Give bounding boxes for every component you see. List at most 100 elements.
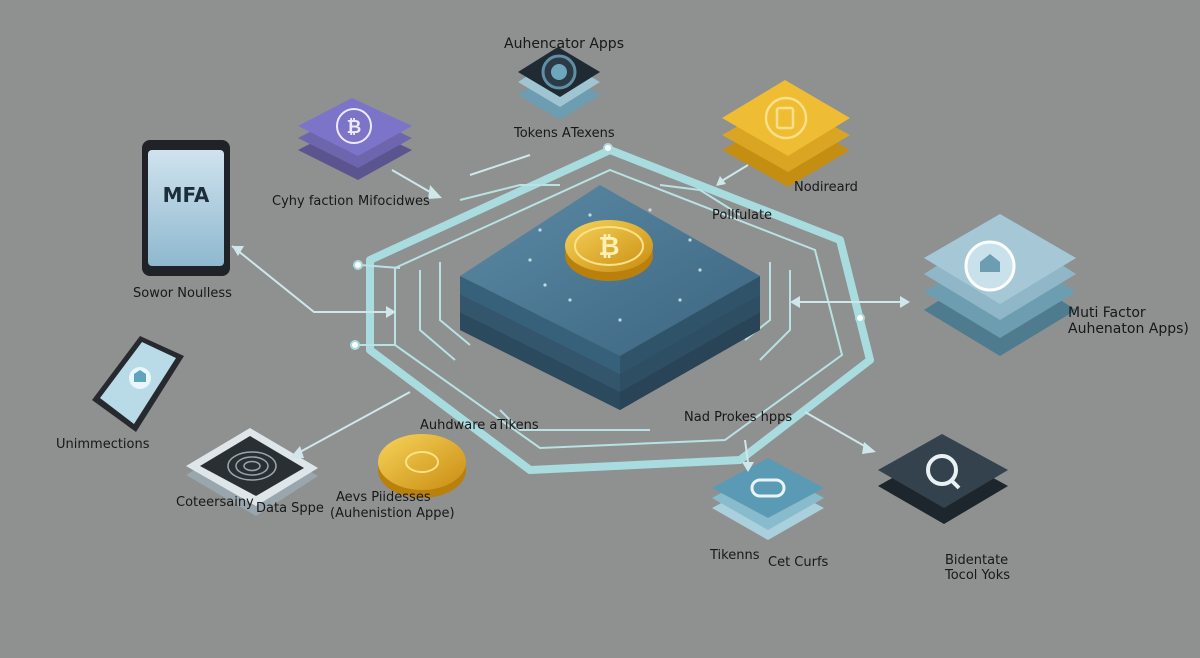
label-sowor-nouless: Sowor Noulless (133, 286, 232, 301)
circuit-dot (568, 298, 572, 302)
camera-lens-core (551, 64, 567, 80)
device-top (712, 458, 824, 518)
mfa-text: MFA (163, 183, 210, 207)
label-cet-curfs: Cet Curfs (768, 555, 829, 570)
mfa-phone: MFA (142, 140, 230, 276)
arrow-head (900, 296, 910, 308)
arrow-head (716, 176, 726, 186)
arrow-head (790, 296, 800, 308)
circuit-node (603, 143, 613, 153)
arrow-head (862, 442, 876, 454)
dark-search-device (878, 434, 1008, 524)
label-coteersainy: Coteersainy (176, 495, 254, 510)
central-hub-stack (460, 185, 760, 410)
coin-rim (574, 226, 644, 266)
hub-layer (620, 294, 760, 392)
shield-phone (92, 336, 184, 432)
device-screen (200, 436, 304, 496)
teal-link-device (712, 458, 824, 540)
circuit-node (350, 340, 360, 350)
arrow-head (290, 446, 304, 458)
connector-arrow (391, 169, 431, 193)
hub-top-edge (460, 276, 620, 374)
bitcoin-coin-icon: ₿ (565, 220, 653, 281)
label-cyhy-faction: Cyhy faction (272, 194, 354, 209)
circuit-node (353, 260, 363, 270)
connector-arrow (719, 164, 749, 183)
fingerprint-device (186, 428, 318, 516)
label-tikenns: Tikenns (710, 548, 760, 563)
yellow-device (722, 80, 850, 187)
bitcoin-symbol: ₿ (598, 232, 619, 262)
search-icon (926, 454, 958, 486)
fingerprint-ring (227, 451, 277, 481)
coin-face (378, 434, 466, 490)
label-data-sppe: Data Sppe (256, 501, 324, 516)
hexagon-inner-ring (394, 168, 844, 450)
coin-rim (405, 451, 439, 473)
circuit-trace (359, 264, 401, 269)
bitcoin-glyph: ₿ (347, 117, 362, 138)
circuit-trace (499, 409, 650, 431)
circuit-dot (648, 208, 652, 212)
phone-screen (148, 150, 224, 266)
circuit-dot (698, 268, 702, 272)
label-aevs-line2: (Auhenistion Appe) (330, 506, 455, 521)
connector-arrow (469, 154, 531, 176)
fingerprint-ring (243, 460, 261, 472)
bitcoin-icon (336, 108, 372, 144)
circuit-dot (678, 298, 682, 302)
circuit-trace (419, 270, 456, 361)
device-top (878, 434, 1008, 508)
label-bidentate-line1: Bidentate (945, 553, 1009, 568)
arrow-head (742, 462, 754, 472)
arrow-head (428, 185, 442, 199)
circuit-dot (538, 228, 542, 232)
coin-icon (378, 434, 466, 498)
link-icon (750, 478, 786, 498)
connector-arrows (231, 154, 900, 463)
label-pollfulate: Pollfulate (712, 208, 773, 223)
circuit-dot (588, 213, 592, 217)
circuit-trace (659, 184, 741, 216)
circuit-node (855, 313, 865, 323)
label-bidentate-line2: Tocol Yoks (945, 568, 1010, 583)
search-handle (949, 478, 961, 490)
hub-top-edge (620, 276, 760, 374)
label-multi-factor-line1: Muti Factor (1068, 305, 1146, 321)
circuit-dot (688, 238, 692, 242)
document-icon (764, 96, 808, 140)
shield-glyph (134, 370, 146, 382)
label-multi-factor-line2: Auhenaton Apps) (1068, 321, 1189, 337)
label-unimmections: Unimmections (56, 437, 150, 452)
label-nad-prokes-hpps: Nad Prokes hpps (684, 410, 793, 425)
authenticator-device (518, 47, 600, 120)
arrow-head (386, 306, 396, 318)
circuit-trace (759, 270, 791, 361)
label-tokens: Tokens АTexens (514, 126, 615, 141)
hub-dots (528, 208, 702, 322)
label-auhdware-tokens: Auhdware aTikens (420, 418, 539, 433)
circuit-dot (618, 318, 622, 322)
hub-layer (460, 312, 620, 410)
connector-arrow (744, 439, 749, 463)
hexagon-outer-ring (366, 146, 874, 474)
hub-layer (620, 312, 760, 410)
shield-glyph (980, 254, 1000, 272)
circuit-nodes (350, 143, 865, 350)
hub-layer (460, 294, 620, 392)
connector-arrow (804, 411, 869, 449)
circuit-dot (543, 283, 547, 287)
fingerprint-ring (235, 456, 269, 476)
device-top (298, 98, 412, 156)
circuit-lines (355, 168, 844, 450)
label-authenticator-apps: Auhencator Apps (504, 36, 624, 52)
connector-arrow (231, 245, 386, 313)
coin-face (565, 220, 653, 272)
arrow-heads (232, 176, 910, 472)
label-nodireard: Nodireard (794, 180, 858, 195)
connector-arrow (299, 391, 411, 453)
circuit-trace (439, 262, 471, 346)
label-aevs-line1: Aevs Piidesses (336, 490, 431, 505)
